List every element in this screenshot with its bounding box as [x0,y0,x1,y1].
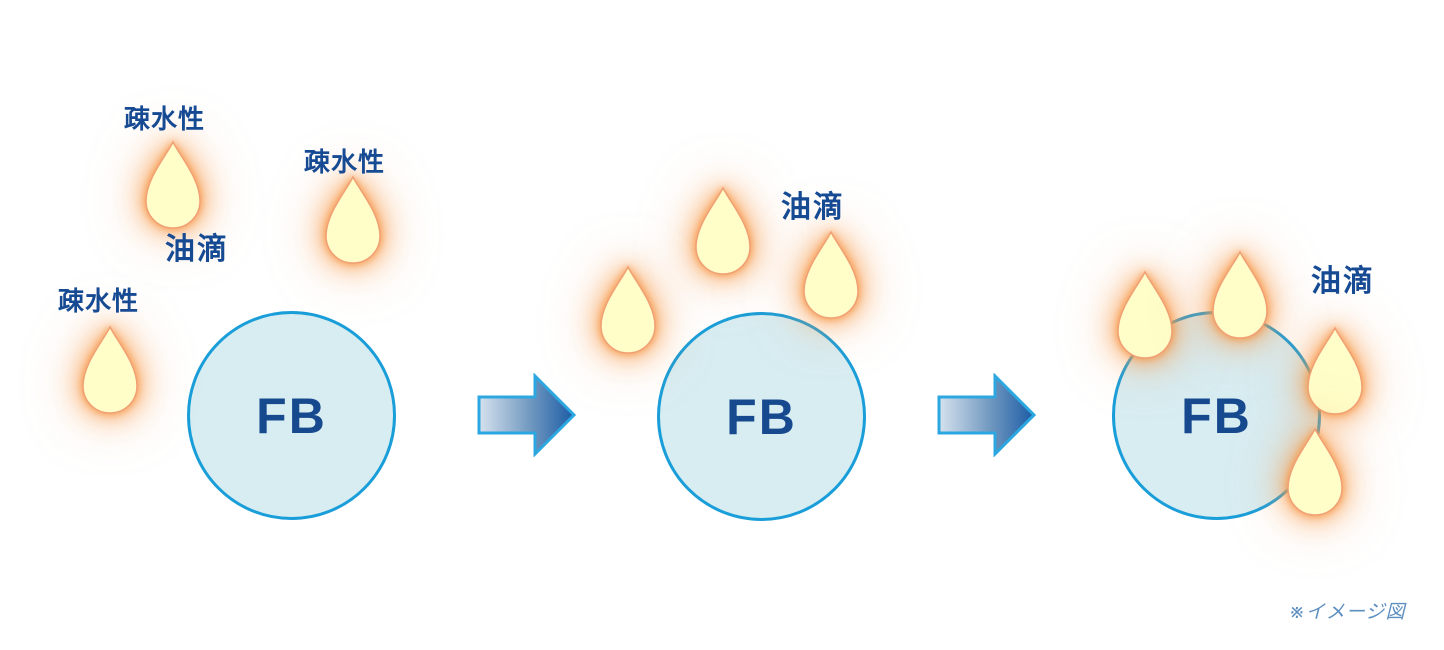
hydrophobic-label: 疎水性 [304,147,386,177]
oil-droplet [599,265,657,354]
oil-droplet [694,186,752,275]
droplet-icon [695,186,751,275]
hydrophobic-label: 疎水性 [58,286,140,316]
droplet-icon [803,230,859,319]
oil-droplet [324,175,382,264]
oil-droplet [144,140,202,229]
hydrophobic-label: 疎水性 [124,104,206,134]
right-arrow-icon [477,372,577,458]
droplet-icon [1212,250,1268,339]
oil-droplet-label: 油滴 [165,233,229,266]
droplet-icon [600,265,656,354]
droplet-icon [325,175,381,264]
oil-droplet [1211,250,1269,339]
fb-label: FB [726,388,797,445]
oil-droplet [81,325,139,414]
droplet-icon [82,325,138,414]
process-arrow-2 [937,372,1037,458]
fine-bubble-circle: FB [187,311,396,520]
fb-label: FB [256,387,327,444]
image-disclaimer-note: ※イメージ図 [1289,602,1406,623]
droplet-icon [1287,427,1343,516]
droplet-icon [1117,270,1173,359]
oil-droplet [1306,326,1364,415]
oil-droplet-label: 油滴 [781,191,845,224]
oil-droplet [1116,270,1174,359]
fb-label: FB [1181,387,1252,444]
droplet-icon [145,140,201,229]
droplet-icon [1307,326,1363,415]
right-arrow-icon [937,372,1037,458]
process-arrow-1 [477,372,577,458]
fine-bubble-circle: FB [657,312,866,521]
oil-droplet [802,230,860,319]
oil-droplet-label: 油滴 [1311,265,1375,298]
oil-droplet [1286,427,1344,516]
